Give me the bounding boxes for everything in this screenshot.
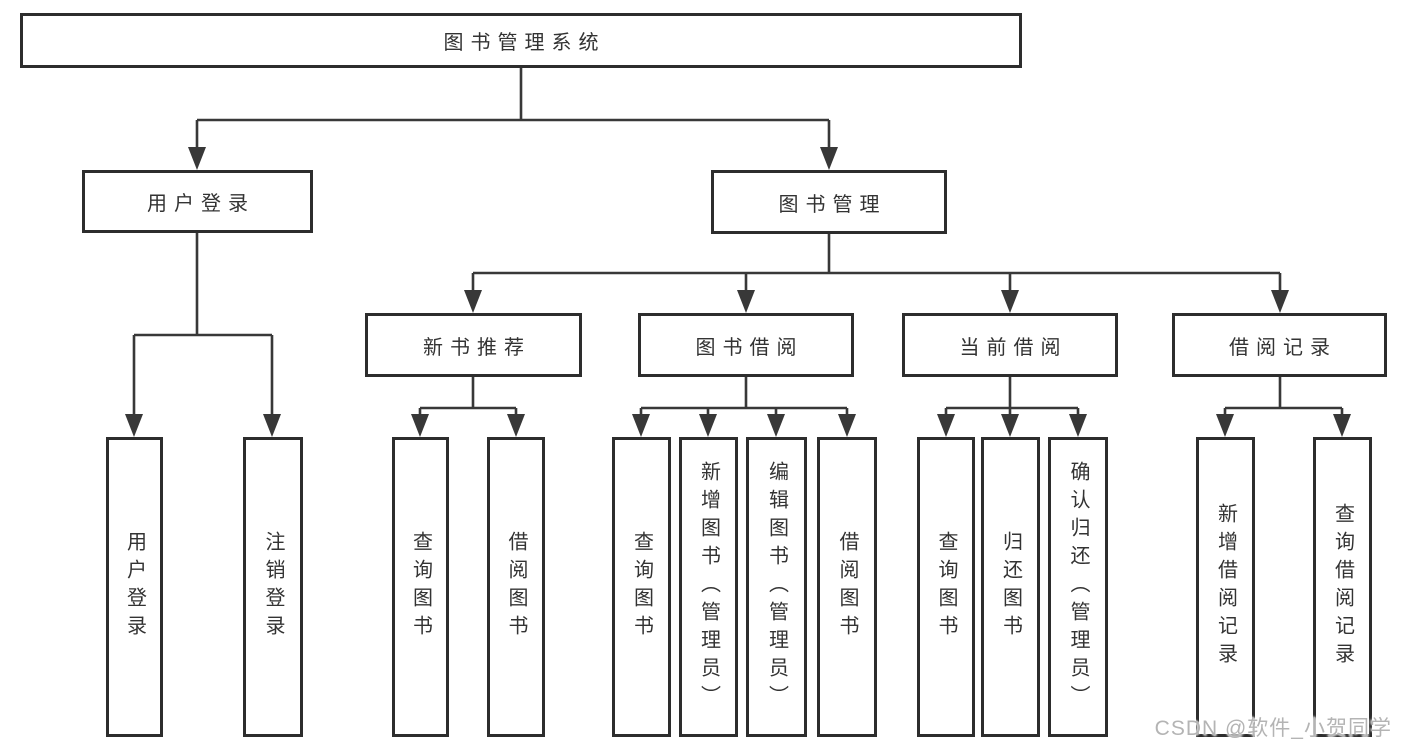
leaf-label: 借阅图书	[505, 531, 527, 643]
connector-strokes	[132, 65, 1344, 417]
leaf-label: 借阅图书	[836, 531, 858, 643]
leaf-query-books-borrowing: 查询图书	[612, 437, 671, 737]
leaf-label: 查询图书	[409, 531, 432, 643]
leaf-logout: 注销登录	[243, 437, 303, 737]
arrowhead-icons	[125, 147, 1351, 437]
leaf-label: 查询借阅记录	[1331, 503, 1354, 671]
node-user-login: 用户登录	[82, 170, 313, 233]
node-book-borrowing: 图书借阅	[638, 313, 854, 377]
leaf-label: 归还图书	[999, 531, 1022, 643]
leaf-label: 新增借阅记录	[1214, 503, 1237, 671]
leaf-edit-book-admin: 编辑图书（管理员）	[746, 437, 807, 737]
leaf-label: 查询图书	[935, 531, 957, 643]
leaf-label: 查询图书	[630, 531, 653, 643]
leaf-query-books-current: 查询图书	[917, 437, 975, 737]
node-current-borrowing: 当前借阅	[902, 313, 1118, 377]
node-book-management: 图书管理	[711, 170, 947, 234]
node-library-management-system: 图书管理系统	[20, 13, 1022, 68]
leaf-query-books-recommend: 查询图书	[392, 437, 449, 737]
leaf-borrow-books-borrowing: 借阅图书	[817, 437, 877, 737]
leaf-add-borrow-record: 新增借阅记录	[1196, 437, 1255, 737]
node-new-book-recommendation: 新书推荐	[365, 313, 582, 377]
leaf-confirm-return-admin: 确认归还（管理员）	[1048, 437, 1108, 737]
leaf-label: 用户登录	[123, 531, 146, 643]
node-borrowing-records: 借阅记录	[1172, 313, 1387, 377]
leaf-query-borrow-record: 查询借阅记录	[1313, 437, 1372, 737]
leaf-label: 注销登录	[262, 531, 284, 643]
leaf-label: 确认归还（管理员）	[1067, 461, 1089, 713]
leaf-user-login: 用户登录	[106, 437, 163, 737]
leaf-return-book: 归还图书	[981, 437, 1040, 737]
leaf-add-book-admin: 新增图书（管理员）	[679, 437, 738, 737]
leaf-label: 新增图书（管理员）	[697, 461, 720, 713]
leaf-borrow-books-recommend: 借阅图书	[487, 437, 545, 737]
leaf-label: 编辑图书（管理员）	[765, 461, 788, 713]
csdn-watermark: CSDN @软件_小贺同学	[1154, 717, 1392, 740]
